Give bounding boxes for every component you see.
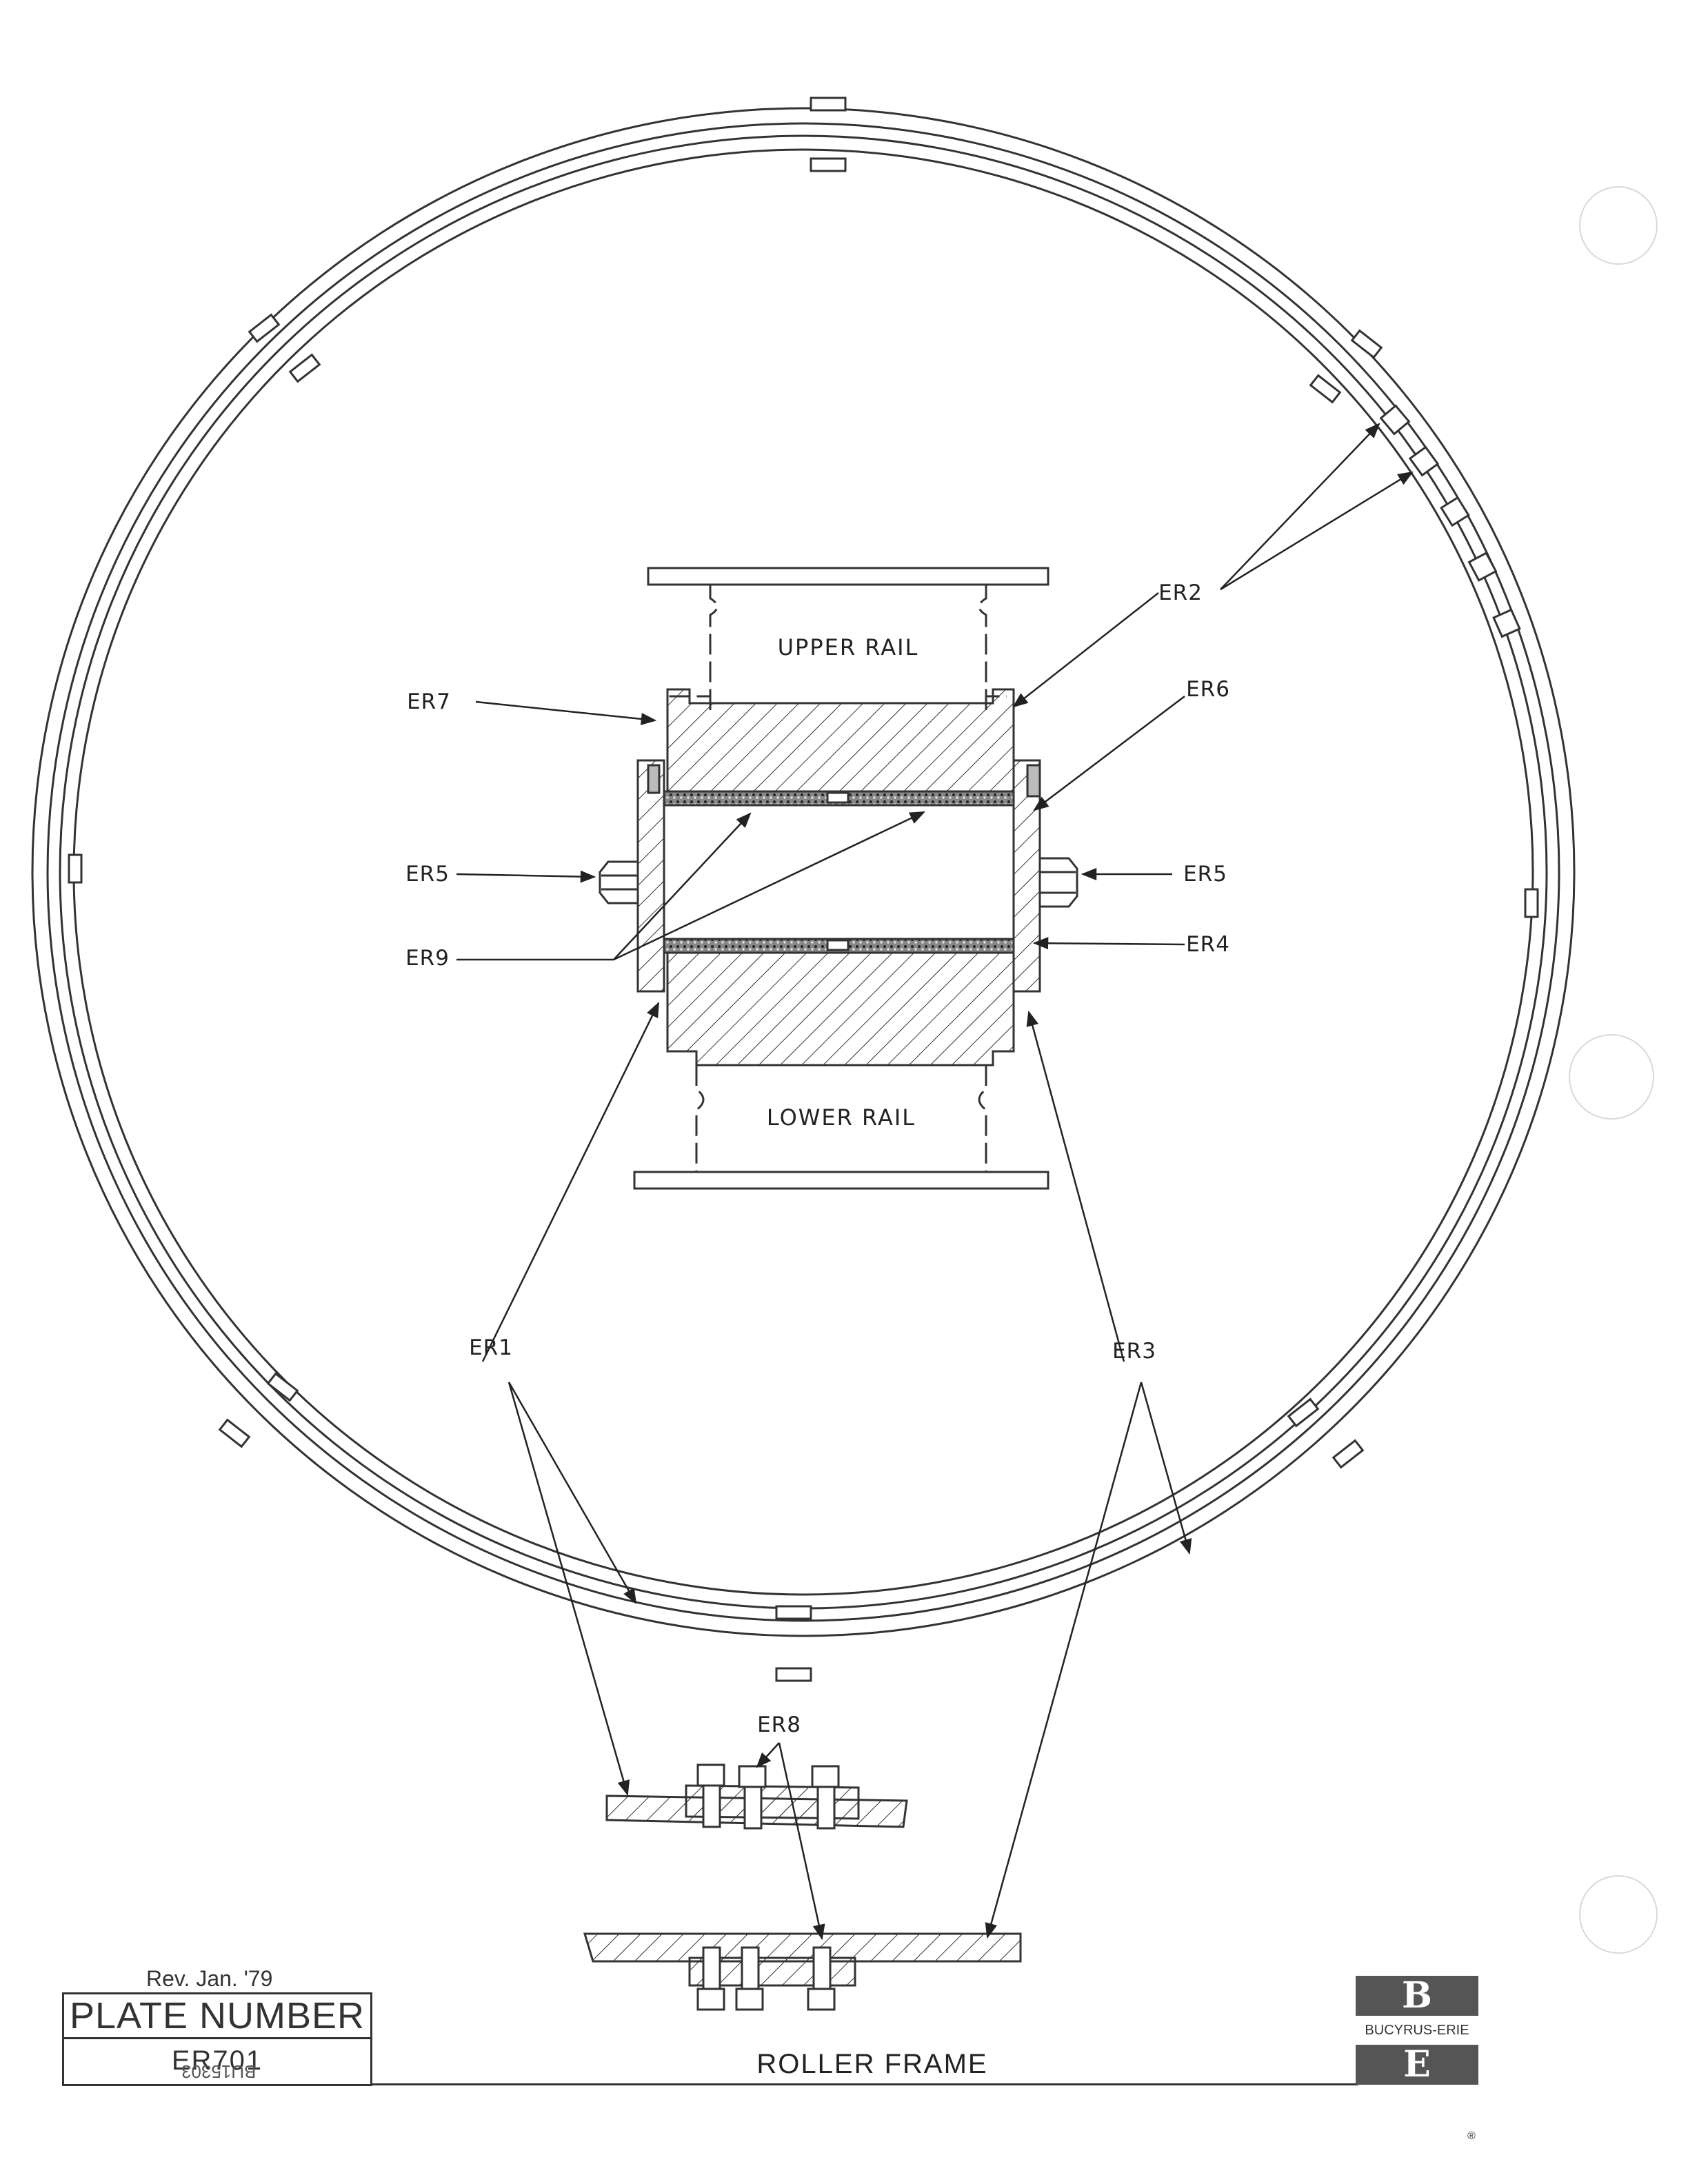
lower-rail-label: LOWER RAIL xyxy=(767,1104,916,1131)
splice-detail-upper xyxy=(605,1763,908,1830)
lower-rail xyxy=(633,1065,1049,1190)
callout-er4: ER4 xyxy=(1186,932,1230,957)
callout-er2: ER2 xyxy=(1158,580,1203,605)
drawing-title: ROLLER FRAME xyxy=(756,2049,988,2079)
brand-name: BUCYRUS-ERIE xyxy=(1365,2023,1469,2038)
upper-rail-label: UPPER RAIL xyxy=(778,634,919,660)
revision-note: Rev. Jan. '79 xyxy=(146,1966,273,1991)
plate-number-label: PLATE NUMBER xyxy=(64,1994,370,2039)
callout-er9: ER9 xyxy=(405,946,450,971)
callout-er5-right: ER5 xyxy=(1183,862,1227,887)
punch-hole-bottom xyxy=(1579,1875,1658,1954)
ring-clips xyxy=(68,97,1539,1682)
leader-lines xyxy=(456,423,1414,1941)
callout-er3: ER3 xyxy=(1112,1339,1156,1364)
registered-mark: ® xyxy=(1467,2130,1476,2142)
callout-er7: ER7 xyxy=(407,689,451,714)
roller-section xyxy=(636,688,1041,1066)
splice-detail-lower xyxy=(583,1932,1022,2011)
brand-logo-e: E xyxy=(1356,2045,1478,2085)
callout-er1: ER1 xyxy=(469,1335,513,1360)
callout-er5-left: ER5 xyxy=(405,862,450,887)
punch-hole-middle xyxy=(1569,1034,1654,1120)
plate-number: ER701 xyxy=(171,2045,263,2076)
plate-number-box: PLATE NUMBER ER701 BU15303 xyxy=(62,1992,372,2086)
roller-blocks xyxy=(1379,404,1521,638)
callout-er6: ER6 xyxy=(1186,677,1230,702)
brand-logo-b: B xyxy=(1356,1976,1478,2016)
side-nuts xyxy=(599,857,1078,908)
punch-hole-top xyxy=(1579,186,1658,265)
title-underline xyxy=(372,2083,1358,2085)
plate-stamp: BU15303 xyxy=(181,2061,257,2082)
callout-er8: ER8 xyxy=(757,1712,801,1737)
